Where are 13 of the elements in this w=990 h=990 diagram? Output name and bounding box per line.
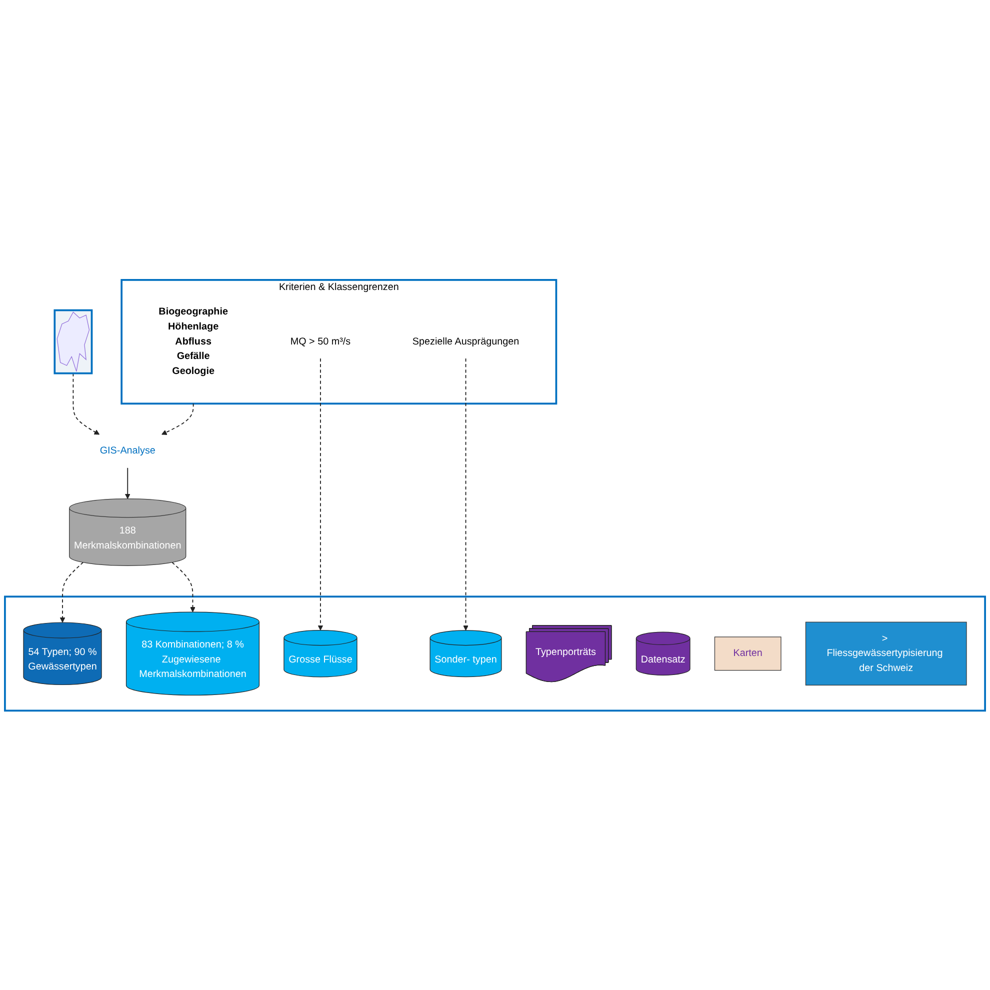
node-text: MQ > 50 m³/s — [290, 336, 351, 346]
node-box: Karten — [714, 636, 782, 670]
node-text: Spezielle Ausprägungen — [412, 336, 520, 346]
arrow — [318, 358, 324, 630]
node-box: > Fliessgewässertypisierung der Schweiz — [805, 621, 967, 686]
cluster — [4, 595, 986, 712]
arrow — [172, 562, 196, 612]
arrow — [60, 562, 84, 622]
arrow — [72, 372, 100, 434]
arrow — [124, 467, 130, 499]
arrow — [463, 358, 468, 630]
node-text: GIS-Analyse — [100, 445, 156, 456]
arrow — [161, 402, 194, 435]
